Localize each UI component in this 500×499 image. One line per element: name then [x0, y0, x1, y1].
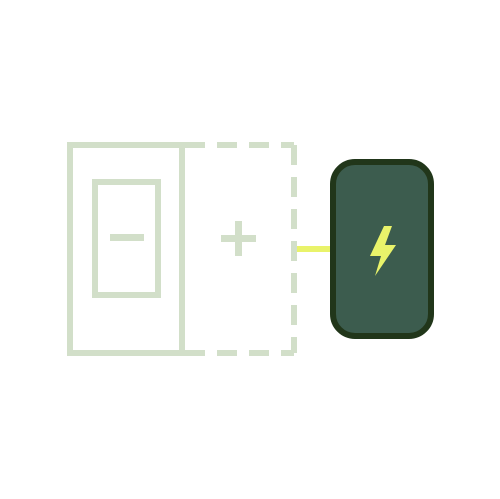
- installed-module-inner: [92, 179, 161, 298]
- battery-pack: [330, 159, 434, 339]
- lightning-bolt-icon: [370, 226, 396, 276]
- installed-module: [67, 142, 185, 356]
- installed-module-frame: [67, 142, 185, 356]
- empty-slot: [185, 142, 297, 356]
- minus-icon: [110, 234, 144, 241]
- plus-icon: [221, 221, 256, 256]
